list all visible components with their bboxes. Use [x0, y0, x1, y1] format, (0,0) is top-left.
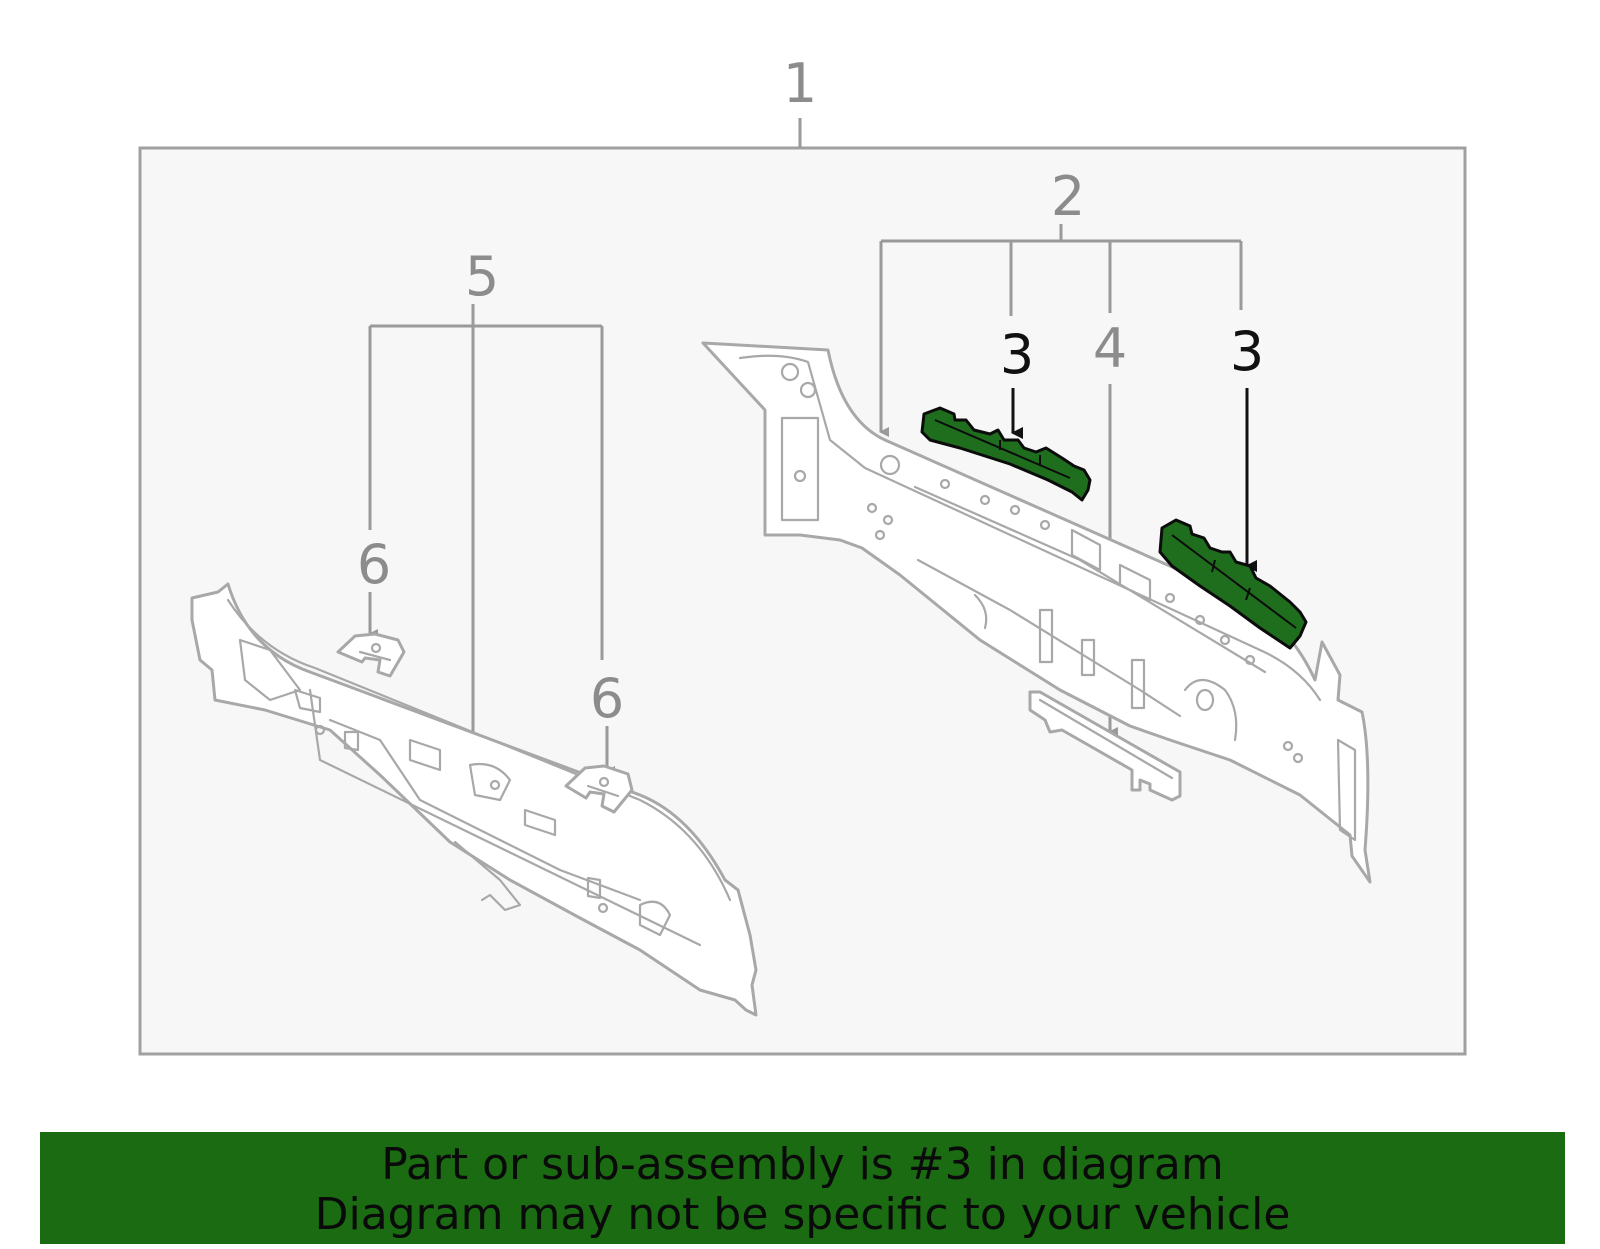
leader-2	[879, 224, 1243, 437]
callout-3-right: 3	[1230, 320, 1264, 383]
bracket-part-4	[1028, 690, 1182, 802]
banner-line-2: Diagram may not be specific to your vehi…	[314, 1189, 1291, 1240]
banner-line-1: Part or sub-assembly is #3 in diagram	[381, 1139, 1224, 1190]
reinforcement-part-3-right	[1158, 518, 1308, 650]
callout-5: 5	[465, 245, 499, 308]
callout-2: 2	[1051, 165, 1085, 228]
callout-6-right: 6	[590, 667, 624, 730]
rear-panel-assembly	[701, 341, 1372, 884]
clip-part-6-left	[336, 632, 406, 678]
clip-part-6-right	[564, 764, 634, 814]
leader-5	[368, 304, 604, 745]
callout-1: 1	[783, 52, 817, 115]
info-banner: Part or sub-assembly is #3 in diagram Di…	[40, 1132, 1565, 1244]
callout-3-left: 3	[1000, 323, 1034, 386]
callout-6-left: 6	[357, 533, 391, 596]
reinforcement-part-3-left	[920, 406, 1092, 502]
callout-4: 4	[1093, 317, 1127, 380]
inner-panel-part-5	[190, 582, 758, 1017]
